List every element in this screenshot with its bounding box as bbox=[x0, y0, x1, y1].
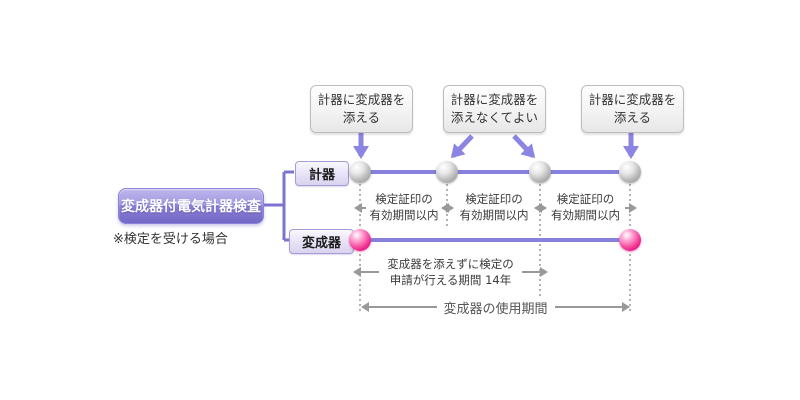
arrow-left-icon bbox=[441, 203, 453, 213]
transformer-row-label: 変成器 bbox=[289, 229, 354, 254]
validity-line: 検定証印の bbox=[556, 192, 615, 207]
arrow-shaft bbox=[369, 306, 437, 308]
validity-period-note-3: 検定証印の 有効期間以内 bbox=[534, 189, 637, 227]
callout-line: 計器に変成器を bbox=[450, 91, 539, 107]
arrow-right-icon bbox=[522, 267, 548, 277]
callout-line: 添える bbox=[342, 110, 381, 125]
callout-attach-transformer-2: 計器に変成器を 添える bbox=[581, 85, 684, 133]
validity-line: 有効期間以内 bbox=[551, 208, 620, 222]
meter-node-4 bbox=[619, 161, 641, 183]
validity-period-note-1: 検定証印の 有効期間以内 bbox=[354, 189, 454, 227]
meter-row-label: 計器 bbox=[295, 161, 349, 186]
application-line: 申請が行える期間 14年 bbox=[389, 273, 512, 287]
arrow-left-icon bbox=[354, 203, 366, 213]
meter-node-3 bbox=[529, 161, 551, 183]
application-line: 変成器を添えずに検定の bbox=[387, 256, 514, 271]
callout-attach-transformer-1: 計器に変成器を 添える bbox=[310, 85, 413, 133]
callout-arrow-2-left bbox=[450, 134, 474, 159]
validity-line: 有効期間以内 bbox=[459, 208, 529, 222]
validity-period-text: 検定証印の 有効期間以内 bbox=[460, 192, 529, 223]
usage-period-text: 変成器の使用期間 bbox=[443, 301, 548, 317]
transformer-node-end bbox=[619, 229, 641, 251]
validity-line: 有効期間以内 bbox=[369, 208, 439, 222]
inspection-condition-note: ※検定を受ける場合 bbox=[113, 232, 228, 247]
callout-line: 添えなくてよい bbox=[450, 110, 539, 125]
arrow-right-icon bbox=[625, 203, 637, 213]
validity-period-text: 検定証印の 有効期間以内 bbox=[551, 192, 620, 223]
meter-node-2 bbox=[436, 161, 458, 183]
arrow-left-icon bbox=[534, 203, 546, 213]
callout-arrow-2-right bbox=[512, 134, 536, 159]
validity-period-text: 検定証印の 有効期間以内 bbox=[370, 192, 439, 223]
application-period-note: 変成器を添えずに検定の 申請が行える期間 14年 bbox=[353, 254, 548, 290]
callout-line: 計器に変成器を bbox=[317, 91, 406, 107]
validity-line: 検定証印の bbox=[375, 192, 433, 207]
meter-node-1 bbox=[349, 161, 371, 183]
application-period-text: 変成器を添えずに検定の 申請が行える期間 14年 bbox=[387, 256, 514, 288]
usage-period-note: 変成器の使用期間 bbox=[361, 299, 631, 317]
callout-line: 計器に変成器を bbox=[588, 91, 677, 107]
transformer-node-start bbox=[349, 229, 371, 251]
arrow-right-icon bbox=[622, 302, 631, 312]
callout-no-transformer-needed: 計器に変成器を 添えなくてよい bbox=[443, 85, 546, 133]
inspection-title-button[interactable]: 変成器付電気計器検査 bbox=[118, 188, 264, 224]
arrow-shaft bbox=[554, 306, 623, 308]
arrow-left-icon bbox=[353, 267, 379, 277]
arrow-left-icon bbox=[361, 302, 369, 312]
validity-line: 検定証印の bbox=[465, 192, 523, 207]
callout-line: 添える bbox=[613, 110, 652, 125]
validity-period-note-2: 検定証印の 有効期間以内 bbox=[441, 189, 547, 227]
